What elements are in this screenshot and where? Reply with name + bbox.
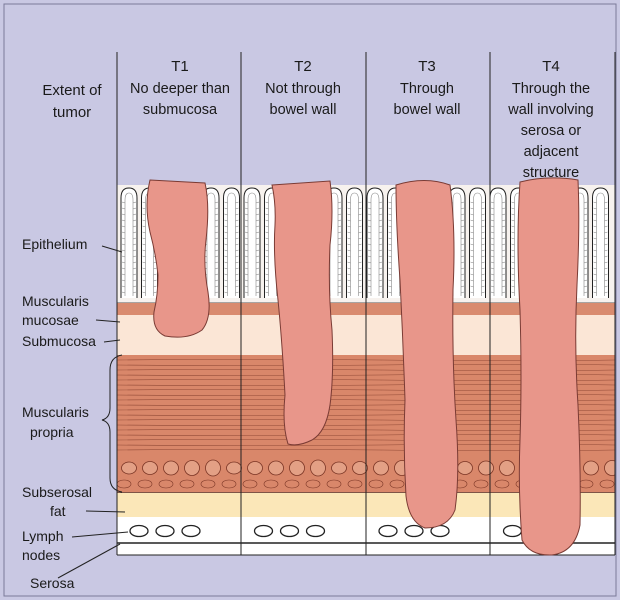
lymph-node bbox=[504, 526, 522, 537]
extent-label-line-2: tumor bbox=[53, 104, 91, 121]
villus bbox=[470, 188, 486, 298]
muscle-bundle bbox=[479, 461, 494, 475]
muscle-bundle bbox=[311, 460, 326, 476]
stage-t2-code: T2 bbox=[294, 58, 312, 75]
stage-t1-code: T1 bbox=[171, 58, 189, 75]
muscle-bundle bbox=[206, 460, 221, 476]
muscularis-propria-label-1: Muscularis bbox=[22, 404, 89, 420]
villus bbox=[224, 188, 240, 298]
muscle-bundle bbox=[332, 462, 347, 474]
lymph-node bbox=[379, 526, 397, 537]
villus bbox=[121, 188, 137, 298]
lymph-nodes-label-1: Lymph bbox=[22, 528, 64, 544]
lymph-node bbox=[255, 526, 273, 537]
villus bbox=[593, 188, 609, 298]
muscle-bundle bbox=[164, 461, 179, 475]
muscle-bundle bbox=[584, 461, 599, 475]
muscle-bundle bbox=[227, 462, 242, 474]
muscularis-mucosae-label-2: mucosae bbox=[22, 312, 79, 328]
muscle-bundle bbox=[185, 461, 200, 476]
muscle-bundle bbox=[458, 462, 473, 475]
muscle-bundle bbox=[122, 462, 137, 474]
stage-t4-desc-2: wall involving bbox=[507, 102, 593, 118]
stage-t4-desc-3: serosa or bbox=[521, 123, 582, 139]
submucosa-label: Submucosa bbox=[22, 333, 96, 349]
subserosal-fat-label-1: Subserosal bbox=[22, 484, 92, 500]
lymph-nodes-label-2: nodes bbox=[22, 547, 60, 563]
stage-t2-desc-2: bowel wall bbox=[270, 102, 337, 118]
tumor-t1 bbox=[147, 180, 209, 337]
stage-t1-desc-2: submucosa bbox=[143, 102, 218, 118]
muscularis-mucosae-label-1: Muscularis bbox=[22, 293, 89, 309]
muscle-bundle bbox=[500, 461, 515, 476]
muscle-bundle bbox=[248, 462, 263, 475]
muscle-bundle bbox=[269, 461, 284, 475]
muscle-bundle bbox=[290, 461, 305, 476]
villus bbox=[490, 188, 506, 298]
stage-t1-desc-1: No deeper than bbox=[130, 81, 230, 97]
stage-t4-desc-4: adjacent bbox=[524, 144, 579, 160]
villus bbox=[367, 188, 383, 298]
lymph-node bbox=[156, 526, 174, 537]
stage-t3-code: T3 bbox=[418, 58, 436, 75]
epithelium-label: Epithelium bbox=[22, 236, 87, 252]
stage-t4-desc-1: Through the bbox=[512, 81, 590, 97]
stage-t2-desc-1: Not through bbox=[265, 81, 341, 97]
tumor-t4 bbox=[518, 178, 580, 555]
muscle-bundle bbox=[374, 461, 389, 475]
lymph-node bbox=[281, 526, 299, 537]
serosa-label: Serosa bbox=[30, 575, 75, 591]
stage-t4-code: T4 bbox=[542, 58, 560, 75]
extent-label-line-1: Extent of bbox=[42, 82, 102, 99]
muscle-bundle bbox=[143, 462, 158, 475]
lymph-node bbox=[405, 526, 423, 537]
stage-t3-desc-2: bowel wall bbox=[394, 102, 461, 118]
subserosal-fat-label-2: fat bbox=[50, 503, 66, 519]
stage-t3-desc-1: Through bbox=[400, 81, 454, 97]
muscularis-propria-label-2: propria bbox=[30, 424, 74, 440]
villus bbox=[347, 188, 363, 298]
lymph-node bbox=[130, 526, 148, 537]
lymph-node bbox=[182, 526, 200, 537]
villus bbox=[244, 188, 260, 298]
lymph-node bbox=[307, 526, 325, 537]
muscle-bundle bbox=[353, 462, 368, 475]
tumor-t3 bbox=[396, 181, 458, 529]
